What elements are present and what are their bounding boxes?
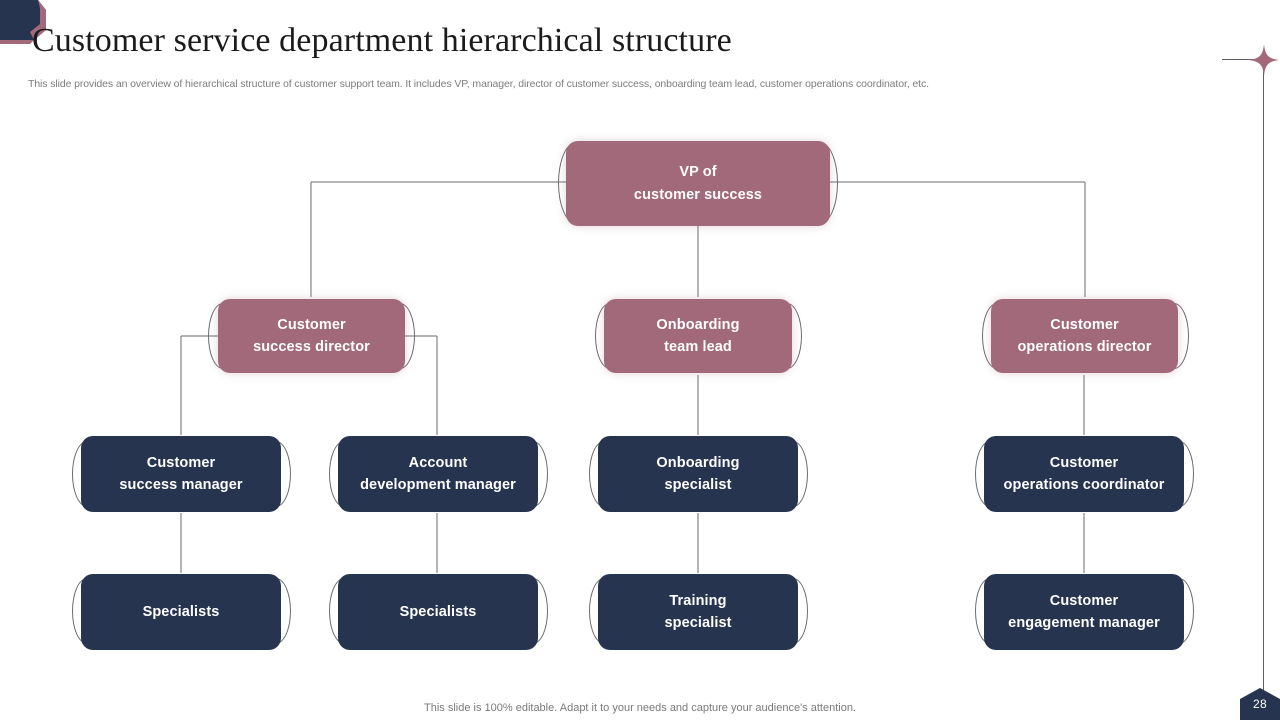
org-node-label: Customer operations director [1017,316,1152,355]
org-node-customer-operations-director[interactable]: Customer operations director [991,299,1178,373]
org-node-onboarding-team-lead[interactable]: Onboarding team lead [604,299,792,373]
org-node-label: Specialists [399,603,477,620]
page-subtitle: This slide provides an overview of hiera… [28,78,929,90]
page-number-badge: 28 [1240,688,1280,720]
org-node-customer-success-manager[interactable]: Customer success manager [81,436,281,512]
org-node-customer-success-director[interactable]: Customer success director [218,299,405,373]
org-node-customer-operations-coordinator[interactable]: Customer operations coordinator [984,436,1184,512]
org-node-label: Onboarding team lead [656,316,740,355]
org-node-specialists-2[interactable]: Specialists [338,574,538,650]
org-node-account-development-manager[interactable]: Account development manager [338,436,538,512]
org-node-label: Account development manager [360,454,516,493]
org-node-label: Customer engagement manager [1008,592,1160,631]
org-node-onboarding-specialist[interactable]: Onboarding specialist [598,436,798,512]
org-node-label: Customer success director [253,316,370,355]
org-node-label: VP of customer success [633,164,763,203]
org-node-label: Specialists [142,603,220,620]
org-node-label: Customer success manager [119,454,243,493]
org-node-customer-engagement-manager[interactable]: Customer engagement manager [984,574,1184,650]
org-node-label: Onboarding specialist [656,454,740,493]
page-number: 28 [1253,697,1267,711]
rail-vertical-line [1263,60,1264,690]
rail-tick-line [1222,59,1264,60]
footer-note: This slide is 100% editable. Adapt it to… [424,702,856,714]
org-node-label: Training specialist [664,592,732,631]
org-node-training-specialist[interactable]: Training specialist [598,574,798,650]
org-node-vp[interactable]: VP of customer success [566,141,830,226]
org-node-label: Customer operations coordinator [1003,454,1165,493]
page-title: Customer service department hierarchical… [32,22,732,59]
org-node-specialists-1[interactable]: Specialists [81,574,281,650]
